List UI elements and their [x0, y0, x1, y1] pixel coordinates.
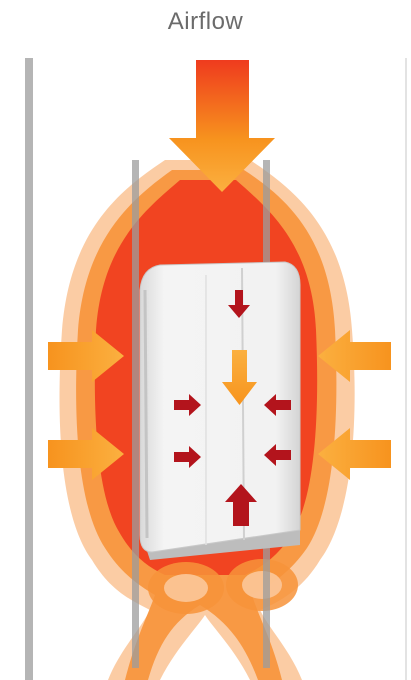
left-frame-bar: [25, 58, 33, 680]
right-frame-line: [405, 58, 407, 680]
cabinet-side-edge: [145, 290, 147, 538]
flow-loop-left-core: [164, 574, 208, 602]
left-post: [132, 160, 139, 668]
flow-loop-right-core: [242, 571, 282, 599]
